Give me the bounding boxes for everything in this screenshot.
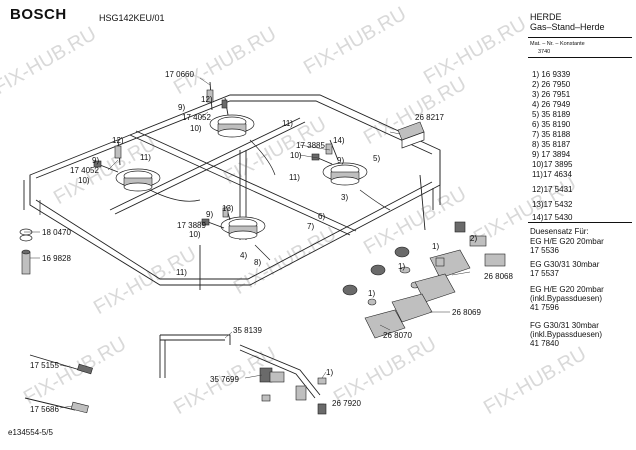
jet-set-heading: Duesensatz Für: bbox=[530, 227, 589, 236]
callout-label: 18 0470 bbox=[42, 228, 71, 237]
callout-label: 17 5155 bbox=[30, 361, 59, 370]
category-subtitle: Gas–Stand–Herde bbox=[530, 22, 605, 32]
leader-lines bbox=[24, 77, 471, 409]
jet-set-line: EG H/E G20 20mbar bbox=[530, 237, 604, 246]
jet-set-line: (inkl.Bypassduesen) bbox=[530, 294, 603, 303]
brand-logo: BOSCH bbox=[10, 6, 67, 23]
callout-label: 17 4052 bbox=[70, 166, 99, 175]
gas-taps bbox=[342, 221, 506, 339]
gas-supply-pipe bbox=[159, 334, 327, 415]
callout-label: 5) bbox=[373, 154, 381, 163]
jet-set-number: 41 7596 bbox=[530, 303, 559, 312]
parts-list-item: 2) 26 7950 bbox=[532, 80, 571, 89]
callout-label: 1) bbox=[368, 289, 376, 298]
parts-list-item: 13)17 5432 bbox=[532, 200, 573, 209]
model-number: HSG142KEU/01 bbox=[99, 13, 165, 23]
parts-list-item: 4) 26 7949 bbox=[532, 100, 571, 109]
callout-label: 9) bbox=[92, 156, 100, 165]
callout-label: 17 3889 bbox=[177, 221, 206, 230]
callout-label: 13) bbox=[222, 204, 234, 213]
callout-label: 7) bbox=[307, 222, 315, 231]
callout-label: 17 5686 bbox=[30, 405, 59, 414]
burner-head-front-right bbox=[220, 216, 266, 240]
jet-set-number: 17 5537 bbox=[530, 269, 559, 278]
jet-set-line: EG H/E G20 20mbar bbox=[530, 285, 604, 294]
callout-label: 26 8070 bbox=[383, 331, 412, 340]
notes-divider bbox=[528, 222, 632, 223]
parts-list-item: 14)17 5430 bbox=[532, 213, 573, 222]
callout-label: 11) bbox=[282, 119, 293, 128]
parts-table-code: 3740 bbox=[538, 49, 551, 55]
callout-label: 8) bbox=[254, 258, 262, 267]
callout-label: 14) bbox=[333, 136, 345, 145]
callout-label: 1) bbox=[326, 368, 334, 377]
callout-label: 12) bbox=[201, 95, 213, 104]
jet-set-number: 17 5536 bbox=[530, 246, 559, 255]
callout-label: 17 4052 bbox=[182, 113, 211, 122]
callout-label: 17 0660 bbox=[165, 70, 194, 79]
callout-label: 16 9828 bbox=[42, 254, 71, 263]
parts-list-item: 8) 35 8187 bbox=[532, 140, 571, 149]
burner-head-front-left bbox=[115, 168, 161, 192]
callout-label: 10) bbox=[290, 151, 302, 160]
callout-label: 11) bbox=[176, 268, 187, 277]
parts-table-heading: Mat. – Nr. – Konstante bbox=[530, 41, 585, 47]
parts-list-item: 6) 35 8190 bbox=[532, 120, 571, 129]
parts-list-item: 3) 26 7951 bbox=[532, 90, 571, 99]
callout-label: 2) bbox=[470, 234, 478, 243]
jet-set-line: (inkl.Bypassduesen) bbox=[530, 330, 603, 339]
document-id: e134554-5/5 bbox=[8, 428, 53, 437]
parts-list-item: 12)17 5431 bbox=[532, 185, 573, 194]
jet-set-line: EG G30/31 30mbar bbox=[530, 260, 600, 269]
burner-heads bbox=[115, 114, 368, 240]
parts-list-item: 11)17 4634 bbox=[532, 170, 572, 179]
callout-label: 35 7699 bbox=[210, 375, 239, 384]
jet-set-line: FG G30/31 30mbar bbox=[530, 321, 599, 330]
callout-label: 9) bbox=[178, 103, 186, 112]
callout-label: 11) bbox=[289, 173, 300, 182]
callout-label: 26 8069 bbox=[452, 308, 481, 317]
callout-label: 4) bbox=[240, 251, 248, 260]
burner-head-rear-left bbox=[209, 114, 255, 138]
callout-label: 26 7920 bbox=[332, 399, 361, 408]
parts-list-item: 10)17 3895 bbox=[532, 160, 573, 169]
header-divider bbox=[528, 37, 632, 38]
thermocouple-wires bbox=[39, 139, 391, 261]
callout-label: 11) bbox=[140, 153, 151, 162]
callout-label: 9) bbox=[337, 156, 345, 165]
burner-head-rear-right bbox=[322, 162, 368, 186]
callout-label: 26 8068 bbox=[484, 272, 513, 281]
callout-label: 1) bbox=[398, 262, 406, 271]
parts-list-item: 9) 17 3894 bbox=[532, 150, 571, 159]
parts-list-item: 7) 35 8188 bbox=[532, 130, 571, 139]
category-title: HERDE bbox=[530, 12, 562, 22]
callout-label: 26 8217 bbox=[415, 113, 444, 122]
jet-set-number: 41 7840 bbox=[530, 339, 559, 348]
callout-label: 12) bbox=[112, 136, 124, 145]
callout-label: 10) bbox=[190, 124, 202, 133]
callout-label: 1) bbox=[432, 242, 440, 251]
callout-label: 10) bbox=[78, 176, 90, 185]
callout-label: 3) bbox=[341, 193, 349, 202]
callout-label: 6) bbox=[318, 212, 326, 221]
callout-label: 9) bbox=[206, 210, 214, 219]
ignition-switch-block bbox=[397, 121, 425, 149]
header-divider bbox=[528, 57, 632, 58]
parts-list-item: 1) 16 9339 bbox=[532, 70, 571, 79]
callout-label: 35 8139 bbox=[233, 326, 262, 335]
callout-label: 17 3885 bbox=[296, 141, 325, 150]
callout-label: 10) bbox=[189, 230, 201, 239]
parts-list-item: 5) 35 8189 bbox=[532, 110, 571, 119]
